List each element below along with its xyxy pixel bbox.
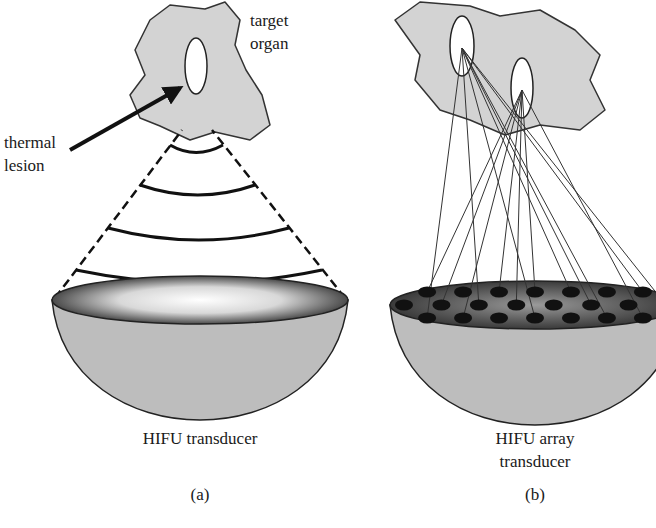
panel-label: (b) [505,484,565,507]
array-element [507,300,525,311]
beam-ray [462,48,656,305]
beam-ray [522,90,643,318]
array-element [490,287,508,298]
array-element [634,287,652,298]
array-element [526,313,544,324]
array-element [526,287,544,298]
array-element [598,287,616,298]
transducer-label: HIFU transducer [140,428,260,451]
thermal-lesion [185,38,207,94]
array-element [562,287,580,298]
beam-ray [462,48,607,318]
wavefront [108,228,289,240]
beam-ray [462,48,591,305]
transducer-face [52,276,348,324]
array-element [395,300,413,311]
beam-ray [463,90,522,318]
beam-ray [427,48,462,318]
array-element [582,300,600,311]
array-element [545,300,563,311]
pointer-arrow [70,88,180,150]
array-element [562,313,580,324]
thermal-lesion [511,58,533,118]
array-element [418,287,436,298]
target-organ [130,2,270,140]
panel-label: (a) [170,484,230,507]
array-element [454,287,472,298]
beam-ray [462,48,535,318]
beam-ray [462,48,643,292]
array-element [620,300,638,311]
transducer-face [390,281,656,329]
transducer-label: HIFU array transducer [475,428,595,474]
organ-label: target organ [250,10,320,56]
array-element [432,300,450,311]
wavefront [140,185,255,195]
beam-ray [522,90,535,292]
array-element [418,313,436,324]
beam-ray [427,90,522,292]
array-element [454,313,472,324]
array-element [598,313,616,324]
array-element [490,313,508,324]
beam-edge [212,130,345,298]
target-organ [395,2,605,135]
array-element [634,313,652,324]
wavefront [170,145,223,153]
beam-edge [55,130,182,298]
lesion-label: thermal lesion [4,132,74,178]
array-element [470,300,488,311]
beam-ray [462,48,571,292]
